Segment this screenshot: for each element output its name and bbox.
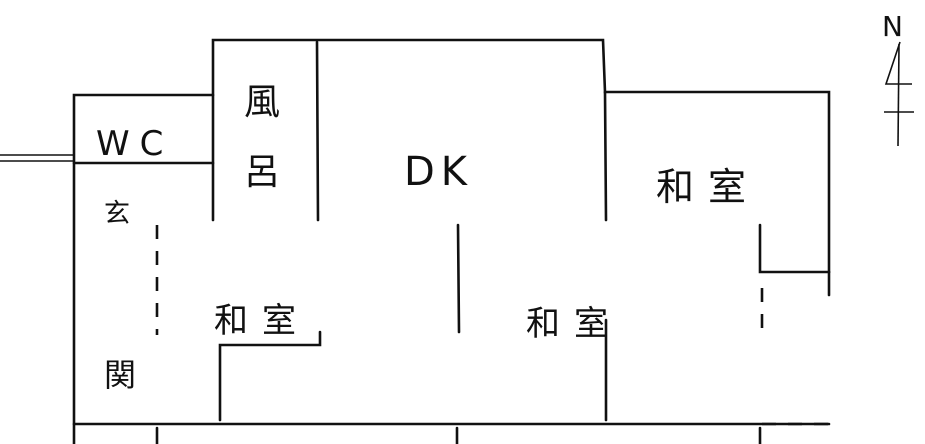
room-label-dk: DK — [404, 149, 473, 195]
room-label-wc: WC — [96, 124, 173, 164]
room-label-genkan-bottom: 関 — [104, 356, 136, 394]
north-arrow-icon — [884, 41, 912, 85]
room-label-washitsu-center: 和室 — [526, 304, 622, 344]
north-arrow-shaft — [897, 43, 900, 147]
room-label-washitsu-left: 和室 — [214, 301, 310, 341]
room-label-genkan-top: 玄 — [104, 199, 130, 229]
outside-double-line — [0, 154, 74, 162]
outer-walls — [72, 38, 831, 444]
room-label-bath-bottom: 呂 — [244, 152, 280, 193]
north-compass: N — [882, 10, 914, 147]
compass-north-letter: N — [882, 10, 903, 43]
interior-walls — [72, 40, 831, 444]
room-label-washitsu-right: 和室 — [656, 165, 760, 209]
room-label-bath-top: 風 — [244, 82, 280, 123]
dashed-openings — [155, 225, 829, 426]
